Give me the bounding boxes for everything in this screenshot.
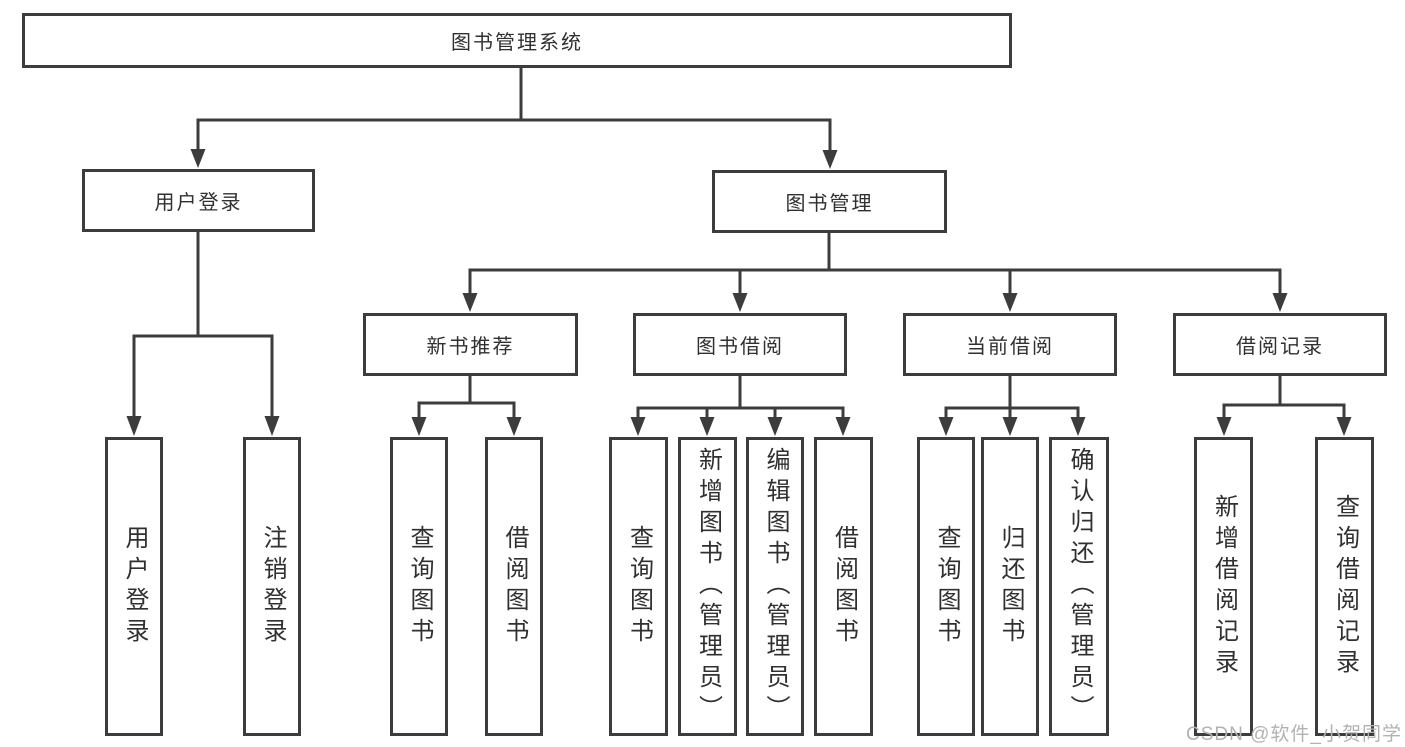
leaf-query-books-borrow: 查询图书 — [609, 437, 668, 736]
leaf-user-login: 用户登录 — [105, 437, 163, 736]
node-new-book-recommend-label: 新书推荐 — [426, 336, 515, 358]
leaf-query-books-current-label: 查询图书 — [933, 524, 960, 649]
leaf-query-books-borrow-label: 查询图书 — [625, 524, 653, 649]
leaf-borrow-books-recommend-label: 借阅图书 — [501, 524, 528, 649]
node-current-borrow: 当前借阅 — [903, 313, 1117, 376]
node-root: 图书管理系统 — [22, 13, 1012, 68]
leaf-edit-books-admin: 编辑图书（管理员） — [746, 437, 804, 736]
node-user-login: 用户登录 — [82, 169, 315, 232]
node-borrow-records: 借阅记录 — [1173, 313, 1387, 376]
node-book-borrow: 图书借阅 — [633, 313, 847, 376]
node-book-management-label: 图书管理 — [785, 193, 874, 215]
leaf-edit-books-admin-label: 编辑图书（管理员） — [762, 447, 789, 726]
leaf-borrow-books: 借阅图书 — [814, 437, 873, 736]
leaf-return-books: 归还图书 — [981, 437, 1039, 736]
leaf-query-borrow-record-label: 查询借阅记录 — [1331, 493, 1359, 680]
leaf-logout: 注销登录 — [243, 437, 301, 736]
leaf-add-borrow-record: 新增借阅记录 — [1194, 437, 1253, 736]
leaf-user-login-label: 用户登录 — [121, 524, 148, 649]
leaf-add-borrow-record-label: 新增借阅记录 — [1210, 493, 1238, 680]
leaf-add-books-admin-label: 新增图书（管理员） — [694, 447, 722, 726]
arrowheads — [126, 149, 1352, 436]
leaf-query-borrow-record: 查询借阅记录 — [1315, 437, 1374, 736]
node-book-management: 图书管理 — [712, 170, 947, 233]
node-borrow-records-label: 借阅记录 — [1236, 336, 1324, 358]
leaf-query-books-recommend-label: 查询图书 — [406, 524, 433, 649]
leaf-logout-label: 注销登录 — [259, 524, 286, 649]
leaf-confirm-return-admin-label: 确认归还（管理员） — [1066, 447, 1093, 726]
leaf-confirm-return-admin: 确认归还（管理员） — [1049, 437, 1109, 736]
node-current-borrow-label: 当前借阅 — [966, 336, 1054, 358]
node-root-label: 图书管理系统 — [451, 32, 583, 54]
leaf-query-books-current: 查询图书 — [917, 437, 975, 736]
node-new-book-recommend: 新书推荐 — [363, 313, 578, 376]
watermark: CSDN @软件_小贺同学 — [1186, 724, 1402, 745]
node-book-borrow-label: 图书借阅 — [696, 336, 784, 358]
leaf-add-books-admin: 新增图书（管理员） — [678, 437, 737, 736]
node-user-login-label: 用户登录 — [154, 192, 243, 214]
leaf-query-books-recommend: 查询图书 — [390, 437, 448, 736]
leaf-return-books-label: 归还图书 — [997, 524, 1024, 649]
leaf-borrow-books-label: 借阅图书 — [830, 524, 858, 649]
leaf-borrow-books-recommend: 借阅图书 — [485, 437, 543, 736]
